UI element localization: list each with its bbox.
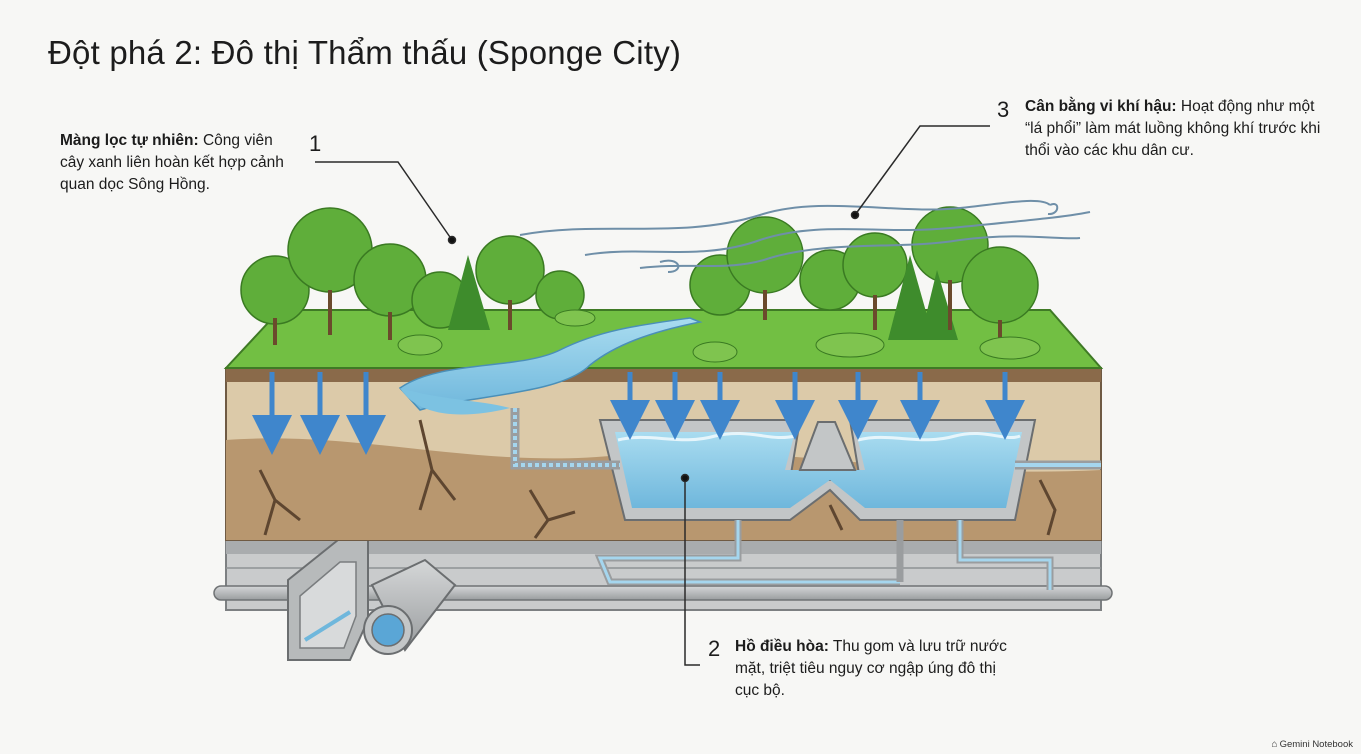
gemini-notebook-icon: ⌂ <box>1271 739 1278 750</box>
callout-1-number: 1 <box>309 131 322 156</box>
page-title: Đột phá 2: Đô thị Thẩm thấu (Sponge City… <box>48 34 682 71</box>
callout-3-heading: Cân bằng vi khí hậu: <box>1025 98 1177 115</box>
callout-leaders <box>315 125 990 666</box>
callout-retention-lake: Hồ điều hòa: Thu gom và lưu trữ nước mặt… <box>735 636 1010 702</box>
retention-basin <box>598 419 1037 521</box>
callout-1-heading: Màng lọc tự nhiên: <box>60 132 199 149</box>
infiltration-arrows <box>252 372 1025 455</box>
brand-watermark: ⌂Gemini Notebook <box>1272 739 1353 750</box>
brand-label: Gemini Notebook <box>1279 739 1353 750</box>
callout-2-heading: Hồ điều hòa: <box>735 638 829 655</box>
trees <box>240 206 1041 363</box>
callout-2-text: Thu gom và lưu trữ nước mặt, triệt tiêu … <box>735 638 1007 699</box>
callout-3-text: Hoạt động như một “lá phổi” làm mát luồn… <box>1025 98 1321 159</box>
callout-natural-filter: Màng lọc tự nhiên: Công viên cây xanh li… <box>60 130 295 196</box>
underground-infrastructure <box>213 539 1113 661</box>
callout-2-number: 2 <box>708 636 721 661</box>
wind-streams <box>519 199 1091 273</box>
drainage-pipes <box>510 408 1101 590</box>
callout-3-number: 3 <box>997 97 1010 122</box>
callout-microclimate: Cân bằng vi khí hậu: Hoạt động như một “… <box>1025 96 1325 162</box>
callout-1-text: Công viên cây xanh liên hoàn kết hợp cản… <box>60 132 284 193</box>
